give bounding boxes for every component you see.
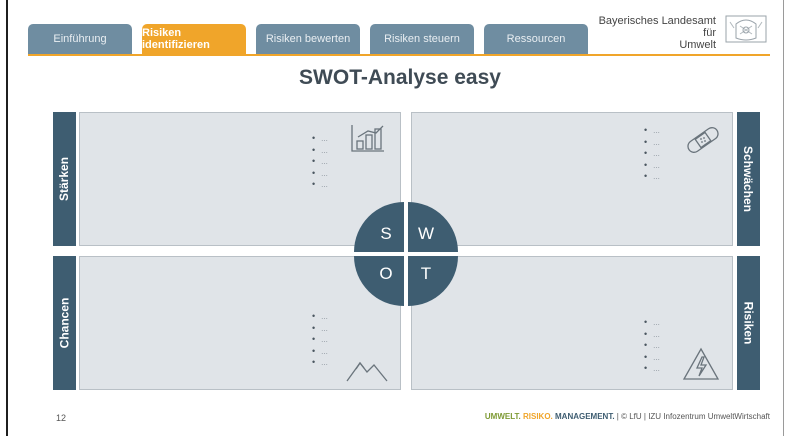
list-item: ... [312,145,328,157]
swot-letter-w: W [417,224,435,243]
weaknesses-bullet-list: ... ... ... ... ... [644,125,660,183]
list-item: ... [644,329,660,341]
list-item: ... [312,133,328,145]
page-title: SWOT-Analyse easy [299,66,501,89]
footer-brand-umwelt: UMWELT. [484,412,521,421]
page-number: 12 [56,413,67,423]
list-item: ... [312,179,328,191]
list-item: ... [312,334,328,346]
left-border-line [6,0,8,436]
footer-brand-risiko: RISIKO. [522,412,553,421]
footer-brand-management: MANAGEMENT. [555,412,615,421]
list-item: ... [312,346,328,358]
opportunities-side-label: Chancen [53,256,76,390]
list-item: ... [312,357,328,369]
list-item: ... [644,137,660,149]
tab-risiken-identifizieren[interactable]: Risiken identifizieren [142,24,246,54]
bar-chart-icon [351,125,384,152]
swot-circle: S W O T [354,202,458,306]
threats-bullet-list: ... ... ... ... ... [644,317,660,375]
tab-ressourcen[interactable]: Ressourcen [484,24,588,54]
weaknesses-side-label: Schwächen [737,112,760,246]
warning-voltage-icon [682,347,720,380]
list-item: ... [644,317,660,329]
strengths-bullet-list: ... ... ... ... ... [312,133,328,191]
swot-letter-t: T [420,264,432,283]
tab-risiken-steuern[interactable]: Risiken steuern [370,24,474,54]
list-item: ... [312,168,328,180]
list-item: ... [644,171,660,183]
strengths-side-label: Stärken [53,112,76,246]
mountain-icon [346,361,388,382]
list-item: ... [644,363,660,375]
list-item: ... [312,311,328,323]
tab-risiken-bewerten[interactable]: Risiken bewerten [256,24,360,54]
tab-einfuehrung[interactable]: Einführung [28,24,132,54]
swot-letter-o: O [379,264,393,283]
coat-of-arms-icon [725,15,767,43]
list-item: ... [312,323,328,335]
footer-credits: UMWELT. RISIKO. MANAGEMENT. | © LfU | IZ… [480,412,770,421]
list-item: ... [644,340,660,352]
tab-underline [28,54,770,56]
threats-quadrant: ... ... ... ... ... [411,256,733,390]
organization-name-line2: Umwelt [679,39,716,51]
list-item: ... [644,352,660,364]
weaknesses-quadrant: ... ... ... ... ... [411,112,733,246]
opportunities-quadrant: ... ... ... ... ... [79,256,401,390]
footer-credits-text: | © LfU | IZU Infozentrum UmweltWirtscha… [616,412,770,421]
threats-side-label: Risiken [737,256,760,390]
list-item: ... [644,125,660,137]
opportunities-bullet-list: ... ... ... ... ... [312,311,328,369]
right-border-line [783,0,784,436]
swot-letter-s: S [380,224,392,243]
strengths-quadrant: ... ... ... ... ... [79,112,401,246]
organization-name: Bayerisches Landesamt für Umwelt [598,15,716,51]
bandage-icon [687,127,719,153]
list-item: ... [312,156,328,168]
organization-name-line1: Bayerisches Landesamt für [598,15,716,39]
swot-circle-graphic [354,202,458,306]
list-item: ... [644,160,660,172]
list-item: ... [644,148,660,160]
